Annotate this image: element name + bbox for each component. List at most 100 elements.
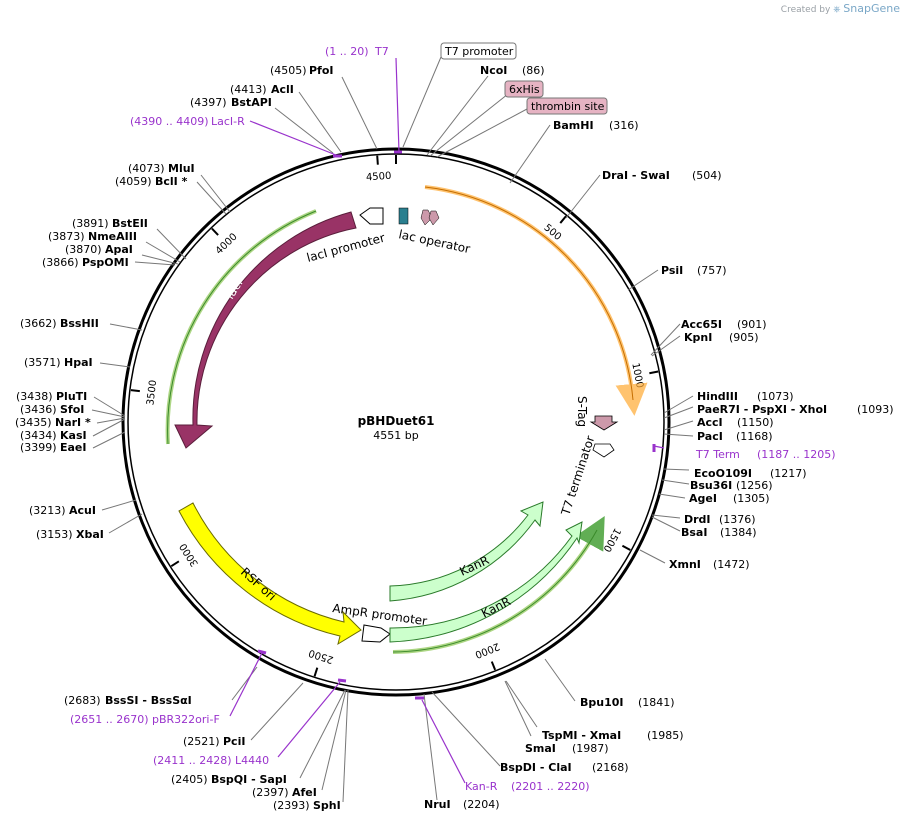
enzyme-name-AclI[interactable]: AclI: [271, 83, 294, 96]
enzyme-pos-NarI: (3435): [15, 416, 52, 429]
enzyme-name-AcuI[interactable]: AcuI: [69, 504, 96, 517]
enzyme-name-ApaI[interactable]: ApaI: [105, 243, 133, 256]
tick-label: 500: [541, 222, 563, 243]
enzyme-name-PfoI[interactable]: PfoI: [309, 64, 334, 77]
enzyme-name-PluTI[interactable]: PluTI: [56, 390, 87, 403]
tick-mark: [170, 560, 180, 568]
enzyme-name-PsiI[interactable]: PsiI: [661, 264, 683, 277]
enzyme-pos-BstAPI: (4397): [190, 96, 227, 109]
enzyme-name-BssHII[interactable]: BssHII: [60, 317, 99, 330]
enzyme-name-PspOMI[interactable]: PspOMI: [82, 256, 129, 269]
tag-label-t7-promoter[interactable]: T7 promoter: [444, 45, 514, 58]
enzyme-name-NmeAIII[interactable]: NmeAIII: [88, 230, 137, 243]
tag-label-thrombin[interactable]: thrombin site: [531, 100, 605, 113]
primer-name-LacI-R[interactable]: LacI-R: [211, 115, 245, 128]
primer-name-Kan-R[interactable]: Kan-R: [465, 780, 498, 793]
primer-pos-T7-Term: (1187 .. 1205): [757, 448, 836, 461]
enzyme-pos-SfoI: (3436): [20, 403, 57, 416]
enzyme-name-PaeR7I[interactable]: PaeR7I - PspXI - XhoI: [697, 403, 827, 416]
enzyme-name-XmnI[interactable]: XmnI: [669, 558, 701, 571]
primer-labels: (1 .. 20) T7 (4390 .. 4409) LacI-R (1187…: [70, 45, 836, 793]
enzyme-name-EcoO109I[interactable]: EcoO109I: [694, 467, 752, 480]
enzyme-name-NcoI[interactable]: NcoI: [480, 64, 507, 77]
enzyme-name-KasI[interactable]: KasI: [60, 429, 87, 442]
primer-pos-L4440: (2411 .. 2428): [153, 754, 232, 767]
plasmid-name: pBHDuet61: [358, 414, 435, 428]
enzyme-name-BsaI[interactable]: BsaI: [681, 526, 707, 539]
feature-AmpR-promoter[interactable]: [361, 624, 391, 643]
enzyme-name-BamHI[interactable]: BamHI: [553, 119, 594, 132]
enzyme-name-BstAPI[interactable]: BstAPI: [231, 96, 272, 109]
enzyme-pos-MluI: (4073): [128, 162, 165, 175]
enzyme-name-BclI[interactable]: BclI *: [155, 175, 188, 188]
primer-name-L4440[interactable]: L4440: [235, 754, 269, 767]
backbone-outer: [121, 147, 671, 697]
feature-KanR-1[interactable]: [389, 521, 583, 643]
feature-T7-terminator[interactable]: [592, 443, 615, 458]
feature-RSF-ori[interactable]: [178, 502, 362, 646]
feature-label-lacI: lacI: [223, 277, 246, 302]
primer-pos-pBR322ori-F: (2651 .. 2670): [70, 713, 149, 726]
feature-lacI[interactable]: [174, 211, 357, 449]
enzyme-name-BspQI[interactable]: BspQI - SapI: [211, 773, 287, 786]
enzyme-pos-BamHI: (316): [609, 119, 639, 132]
enzyme-name-AfeI[interactable]: AfeI: [292, 786, 317, 799]
enzyme-name-BstEII[interactable]: BstEII: [112, 217, 148, 230]
feature-lac-operator[interactable]: [398, 207, 409, 225]
tick-label: 1500: [601, 526, 623, 554]
enzyme-name-XbaI[interactable]: XbaI: [76, 528, 104, 541]
enzyme-name-DraI[interactable]: DraI - SwaI: [602, 169, 670, 182]
enzyme-name-BspDI[interactable]: BspDI - ClaI: [500, 761, 572, 774]
enzyme-pos-PfoI: (4505): [270, 64, 307, 77]
enzyme-name-Bsu36I[interactable]: Bsu36I: [690, 479, 732, 492]
tick-mark: [621, 544, 631, 551]
enzyme-pos-BsaI: (1384): [720, 526, 757, 539]
tick-label: 4500: [366, 171, 392, 184]
primer-name-pBR322ori-F[interactable]: pBR322ori-F: [152, 713, 220, 726]
tag-label-6xhis[interactable]: 6xHis: [509, 83, 540, 96]
enzyme-name-Bpu10I[interactable]: Bpu10I: [580, 696, 624, 709]
credit-prefix: Created by: [780, 5, 831, 15]
tick-mark: [649, 370, 659, 375]
enzyme-name-KpnI[interactable]: KpnI: [684, 331, 712, 344]
enzyme-name-DrdI[interactable]: DrdI: [684, 513, 711, 526]
tag-box-6xhis: [504, 80, 544, 98]
enzyme-pos-HindIII: (1073): [757, 390, 794, 403]
snapgene-logo-icon: ⎈: [833, 5, 841, 15]
enzyme-pos-EaeI: (3399): [20, 441, 57, 454]
leader-lines: [91, 56, 694, 803]
enzyme-labels: (4505) PfoI (4413) AclI (4397) BstAPI (4…: [15, 64, 894, 812]
enzyme-pos-PluTI: (3438): [16, 390, 53, 403]
enzyme-name-HpaI[interactable]: HpaI: [64, 356, 93, 369]
enzyme-pos-AccI: (1150): [737, 416, 774, 429]
enzyme-pos-AcuI: (3213): [29, 504, 66, 517]
enzyme-pos-EcoO109I: (1217): [770, 467, 807, 480]
enzyme-name-NarI[interactable]: NarI *: [55, 416, 91, 429]
enzyme-name-AccI[interactable]: AccI: [697, 416, 723, 429]
enzyme-pos-BssSI: (2683): [64, 694, 101, 707]
enzyme-name-SmaI[interactable]: SmaI: [525, 742, 556, 755]
enzyme-name-SfoI[interactable]: SfoI: [60, 403, 84, 416]
feature-S-Tag[interactable]: [589, 415, 619, 431]
enzyme-pos-PacI: (1168): [736, 430, 773, 443]
enzyme-pos-AclI: (4413): [230, 83, 267, 96]
primer-name-T7-Term[interactable]: T7 Term: [695, 448, 740, 461]
feature-lacI-promoter[interactable]: [359, 207, 384, 225]
enzyme-name-EaeI[interactable]: EaeI: [60, 441, 87, 454]
feature-KanR-2[interactable]: [389, 501, 544, 602]
enzyme-name-PciI[interactable]: PciI: [223, 735, 245, 748]
enzyme-pos-BclI: (4059): [115, 175, 152, 188]
enzyme-name-MluI[interactable]: MluI: [168, 162, 195, 175]
enzyme-name-PacI[interactable]: PacI: [697, 430, 723, 443]
enzyme-name-TspMI[interactable]: TspMI - XmaI: [542, 729, 621, 742]
enzyme-name-NruI[interactable]: NruI: [424, 798, 451, 811]
primer-name-T7[interactable]: T7: [374, 45, 389, 58]
enzyme-name-AgeI[interactable]: AgeI: [689, 492, 717, 505]
enzyme-name-SphI[interactable]: SphI: [313, 799, 341, 812]
enzyme-name-Acc65I[interactable]: Acc65I: [681, 318, 722, 331]
enzyme-name-HindIII[interactable]: HindIII: [697, 390, 738, 403]
enzyme-pos-KasI: (3434): [20, 429, 57, 442]
enzyme-name-BssSI[interactable]: BssSI - BssSαI: [105, 694, 192, 707]
primer-lines: [229, 57, 665, 784]
boxed-labels: T7 promoter 6xHis thrombin site: [440, 42, 608, 115]
